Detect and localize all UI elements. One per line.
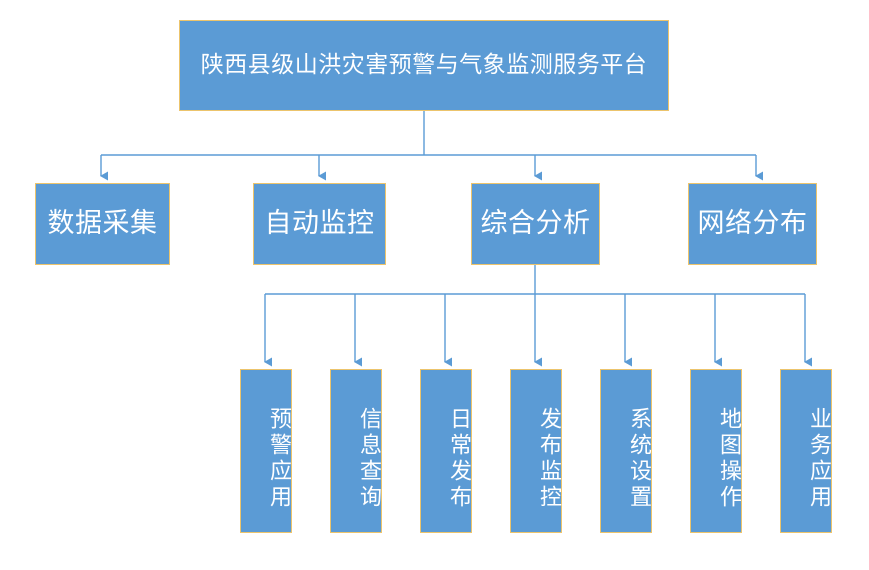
node-yujing-yingyong-label: 预警应用 — [266, 407, 291, 511]
node-yewu-yingyong-label: 业务应用 — [806, 407, 831, 511]
node-ditu-caozuo[interactable]: 地图操作 — [690, 369, 742, 533]
node-yujing-yingyong[interactable]: 预警应用 — [240, 369, 292, 533]
node-ditu-caozuo-label: 地图操作 — [716, 407, 741, 511]
node-richang-fabu-label: 日常发布 — [446, 407, 471, 511]
node-wangluo-fenbu[interactable]: 网络分布 — [688, 183, 817, 265]
node-fabu-jiankong[interactable]: 发布监控 — [510, 369, 562, 533]
node-zidong-jiankong[interactable]: 自动监控 — [253, 183, 386, 265]
node-yewu-yingyong[interactable]: 业务应用 — [780, 369, 832, 533]
node-fabu-jiankong-label: 发布监控 — [536, 407, 561, 511]
node-root[interactable]: 陕西县级山洪灾害预警与气象监测服务平台 — [179, 20, 669, 111]
node-shuju-caiji-label: 数据采集 — [47, 208, 158, 240]
node-richang-fabu[interactable]: 日常发布 — [420, 369, 472, 533]
node-zonghe-fenxi[interactable]: 综合分析 — [471, 183, 600, 265]
node-xinxi-chaxun-label: 信息查询 — [356, 407, 381, 511]
node-shuju-caiji[interactable]: 数据采集 — [35, 183, 170, 265]
node-wangluo-fenbu-label: 网络分布 — [697, 208, 808, 240]
node-xitong-shezhi-label: 系统设置 — [626, 407, 651, 511]
node-xitong-shezhi[interactable]: 系统设置 — [600, 369, 652, 533]
node-xinxi-chaxun[interactable]: 信息查询 — [330, 369, 382, 533]
node-zidong-jiankong-label: 自动监控 — [264, 208, 375, 240]
node-zonghe-fenxi-label: 综合分析 — [480, 208, 591, 240]
node-root-label: 陕西县级山洪灾害预警与气象监测服务平台 — [200, 51, 648, 78]
